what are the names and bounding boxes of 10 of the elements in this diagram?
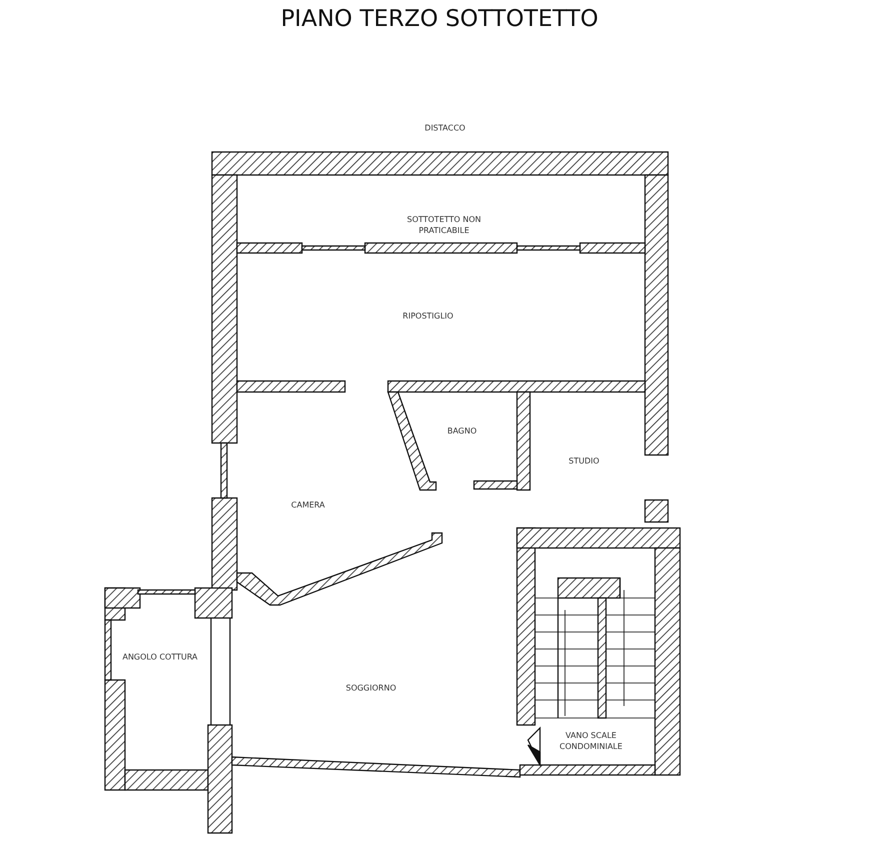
room-label: STUDIO bbox=[568, 456, 600, 466]
room-label: SOGGIORNO bbox=[346, 682, 396, 694]
room-label: ANGOLO COTTURA bbox=[122, 652, 198, 662]
note-label: DISTACCO bbox=[424, 122, 466, 134]
plan-title: PIANO TERZO SOTTOTETTO bbox=[280, 6, 600, 32]
room-label: CAMERA bbox=[291, 500, 325, 510]
room-label: SOTTOTETTO NON PRATICABILE bbox=[406, 214, 482, 236]
room-label: RIPOSTIGLIO bbox=[402, 310, 454, 322]
room-label: BAGNO bbox=[447, 426, 477, 436]
room-label: VANO SCALE CONDOMINIALE bbox=[558, 730, 624, 752]
